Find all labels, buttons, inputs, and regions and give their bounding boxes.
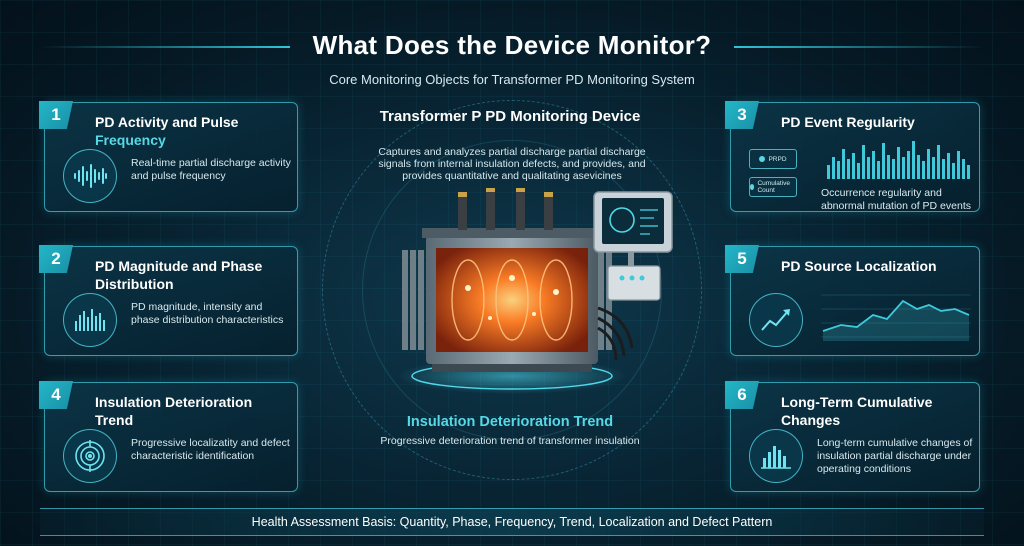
bar-histogram-icon [63,293,117,347]
orbit-ring-inner [362,140,662,440]
trend-arrow-icon [749,293,803,347]
card-title: PD Activity and Pulse Frequency [95,113,290,149]
footer-banner: Health Assessment Basis: Quantity, Phase… [40,508,984,536]
prpd-dot-icon [759,156,766,162]
card-description: Real-time partial discharge activity and… [131,157,291,182]
spectrum-chart-icon [827,141,970,179]
device-title: Transformer P PD Monitoring Device [379,108,641,125]
page-subtitle: Core Monitoring Objects for Transformer … [329,72,695,87]
card-description: Occurrence regularity and abnormal mutat… [821,187,971,212]
localization-line-chart [821,294,971,341]
prpd-tag: PRPD [749,149,797,169]
device-description: Captures and analyzes partial discharge … [378,146,646,182]
card-description: PD magnitude, intensity and phase distri… [131,301,284,326]
card-long-term-changes: 6 Long-Term Cumulative Changes Long-term… [725,381,980,492]
title-decor-right [734,46,984,48]
card-pd-source-localization: 5 PD Source Localization [725,245,980,356]
cumulative-tag-label: Cumulative Count [757,180,790,194]
title-decor-left [40,46,290,48]
cumulative-dot-icon [750,184,755,190]
cumulative-tag: Cumulative Count [749,177,797,197]
card-title-accent: Frequency [95,132,166,148]
card-pd-activity: 1 PD Activity and Pulse Frequency Real-t… [39,101,298,212]
bar-chart-icon [749,429,803,483]
card-insulation-trend: 4 Insulation Deterioration Trend Progres… [39,381,298,492]
card-title: Insulation Deterioration Trend [95,394,253,428]
page-title: What Does the Device Monitor? [312,30,712,60]
card-number-badge: 2 [39,245,73,273]
card-title: PD Source Localization [781,258,937,274]
orbit-ring-outer [322,100,702,480]
prpd-tag-label: PRPD [768,155,787,163]
card-title: PD Magnitude and Phase Distribution [95,258,263,292]
waveform-icon [63,149,117,203]
card-number-badge: 5 [725,245,759,273]
transformer-illustration [397,188,673,394]
center-trend-description: Progressive deterioration trend of trans… [380,435,640,447]
card-number-badge: 3 [725,101,759,129]
card-title: Long-Term Cumulative Changes [781,394,933,428]
card-pd-event-regularity: 3 PD Event Regularity PRPD Cumulative Co… [725,101,980,212]
card-number-badge: 6 [725,381,759,409]
card-number-badge: 4 [39,381,73,409]
card-description: Progressive localizatity and defect char… [131,437,290,462]
card-title: PD Event Regularity [781,114,915,130]
card-number-badge: 1 [39,101,73,129]
card-description: Long-term cumulative changes of insulati… [817,437,973,475]
center-trend-title: Insulation Deterioration Trend [406,414,614,430]
card-pd-magnitude: 2 PD Magnitude and Phase Distribution PD… [39,245,298,356]
card-title-main: PD Activity and Pulse [95,114,239,130]
radar-target-icon [63,429,117,483]
